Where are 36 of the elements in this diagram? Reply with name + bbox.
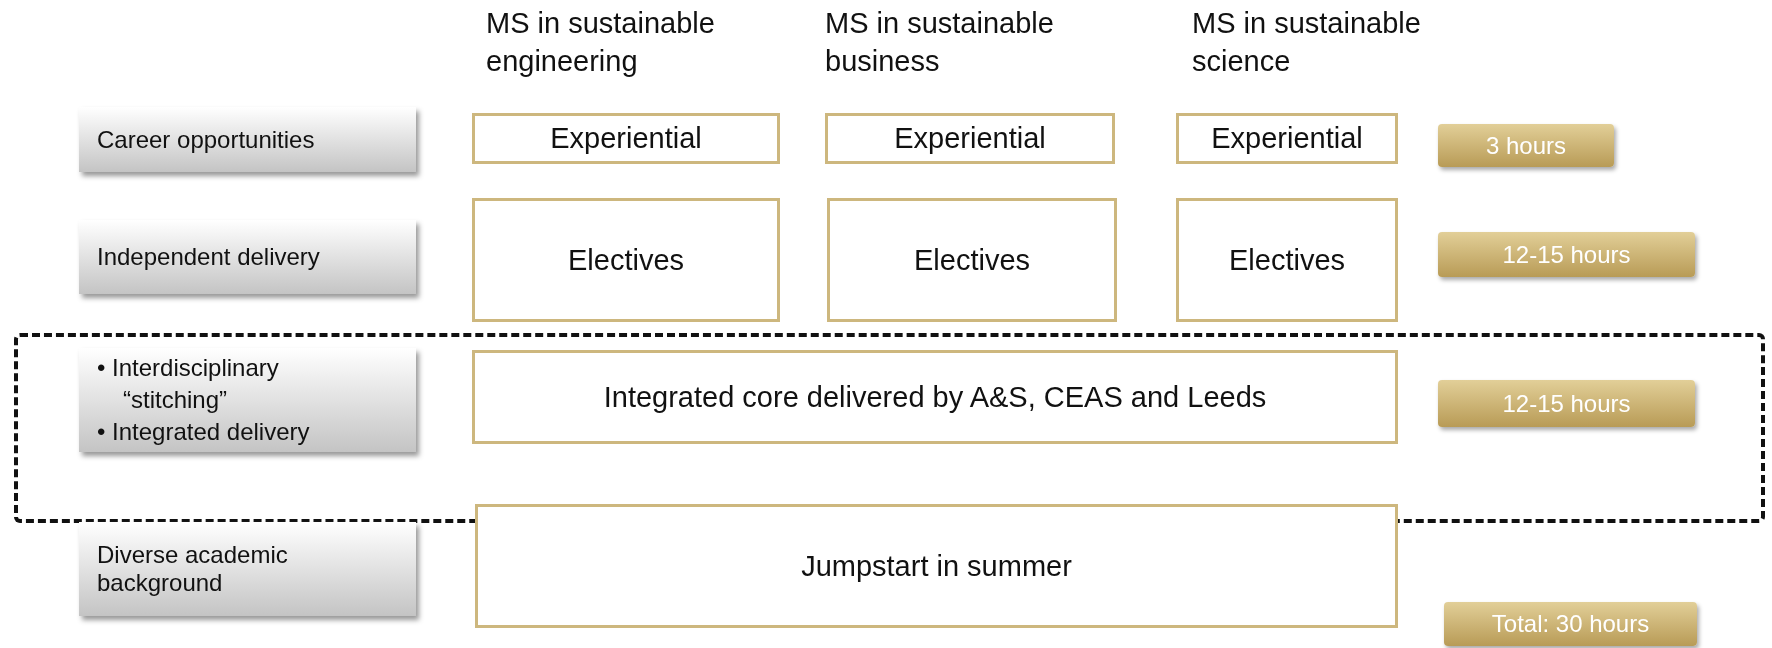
course-box bbox=[472, 113, 780, 164]
column-heading: MS in sustainable science bbox=[1192, 6, 1422, 79]
category-box bbox=[79, 107, 416, 172]
category-label: Diverse academic background bbox=[97, 541, 289, 597]
course-box bbox=[825, 113, 1115, 164]
category-box bbox=[79, 220, 416, 294]
course-label: Electives bbox=[567, 243, 684, 277]
hours-badge bbox=[1438, 232, 1695, 277]
bullet-item: • Integrated delivery bbox=[97, 417, 311, 447]
course-label: Jumpstart in summer bbox=[801, 549, 1072, 583]
column-heading: MS in sustainable engineering bbox=[486, 6, 716, 79]
column-heading: MS in sustainable business bbox=[825, 6, 1055, 79]
course-box bbox=[472, 350, 1398, 444]
course-label: Experiential bbox=[550, 122, 702, 155]
course-box bbox=[827, 198, 1117, 322]
bullet-item: • Interdisciplinary “stitching” bbox=[97, 353, 280, 415]
course-box bbox=[1176, 113, 1398, 164]
course-label: Integrated core delivered by A&S, CEAS and Leeds bbox=[603, 380, 1267, 414]
course-box bbox=[475, 504, 1398, 628]
course-box bbox=[1176, 198, 1398, 322]
course-label: Experiential bbox=[1211, 122, 1363, 155]
category-box bbox=[79, 522, 416, 616]
hours-badge bbox=[1438, 380, 1695, 427]
hours-label: 12-15 hours bbox=[1502, 240, 1631, 269]
category-box bbox=[79, 348, 416, 452]
hours-label: 12-15 hours bbox=[1502, 389, 1631, 418]
course-label: Electives bbox=[1228, 243, 1345, 277]
hours-label: 3 hours bbox=[1485, 131, 1567, 160]
hours-badge bbox=[1444, 602, 1697, 646]
category-label: Career opportunities bbox=[97, 125, 315, 154]
course-label: Experiential bbox=[894, 122, 1046, 155]
course-label: Electives bbox=[913, 243, 1030, 277]
category-label: Independent delivery bbox=[97, 243, 320, 271]
course-box bbox=[472, 198, 780, 322]
hours-badge bbox=[1438, 124, 1614, 167]
hours-label: Total: 30 hours bbox=[1491, 610, 1650, 638]
